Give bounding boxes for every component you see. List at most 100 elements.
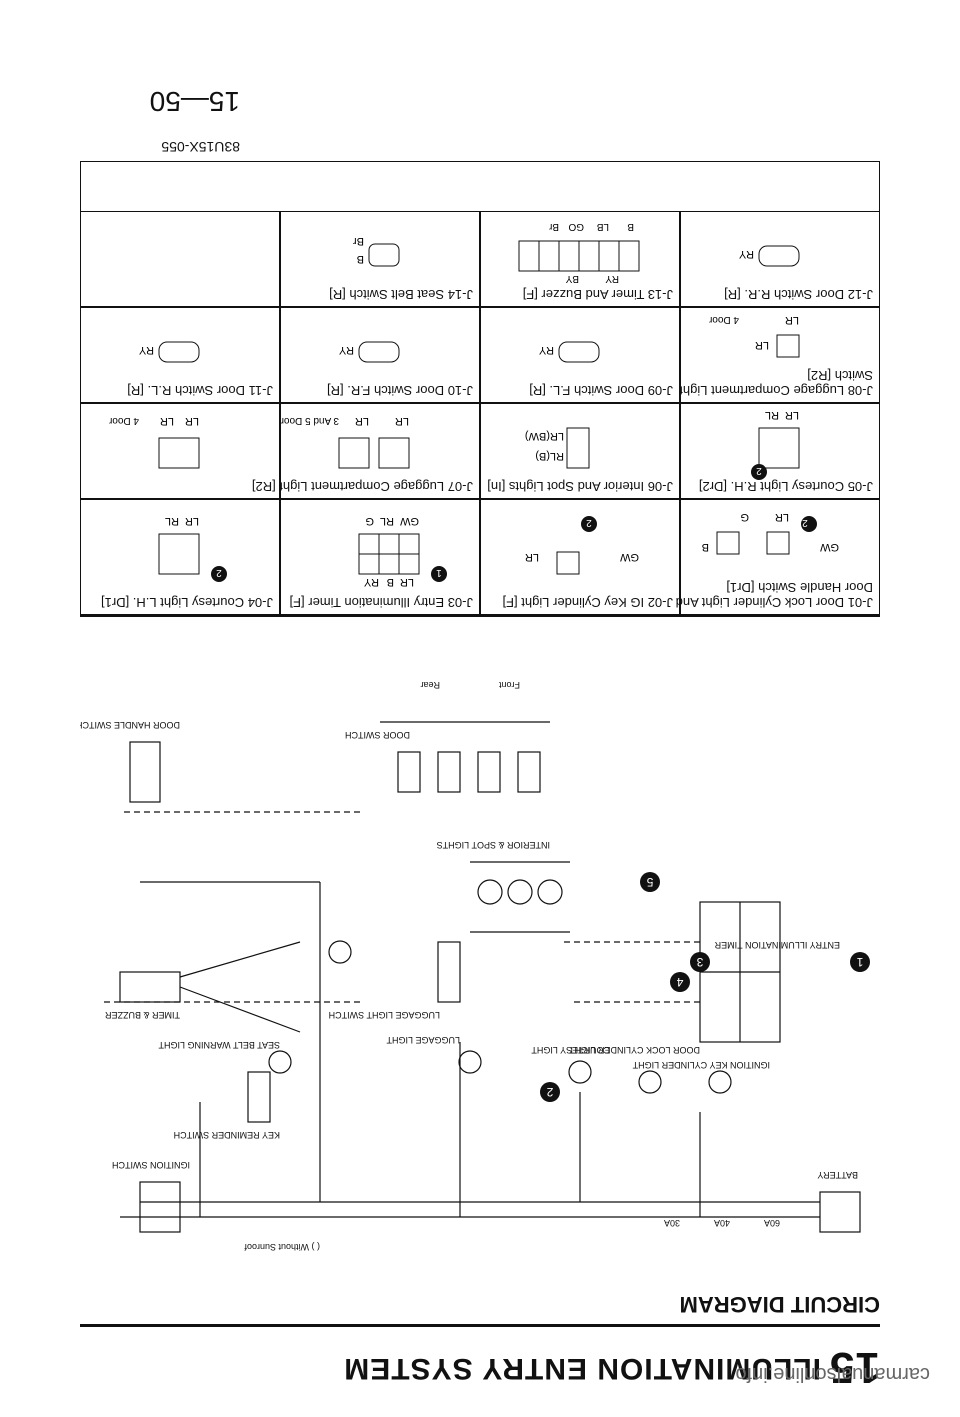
front-label: Front — [498, 680, 520, 690]
door-switch-fr — [477, 751, 501, 793]
j02-id: J-02 — [647, 595, 673, 610]
j03-id: J-03 — [447, 595, 473, 610]
j04-marker: 2 — [216, 567, 222, 578]
timer-buzzer — [119, 971, 181, 1003]
j10-pin-1: RY — [338, 344, 354, 356]
fuse-30a: 30A — [664, 1218, 680, 1228]
circuit-schematic: 1 2 3 4 5 BATTERY ENTRY ILLUMINATION TIM… — [76, 632, 880, 1262]
j13-pin-2: RY — [605, 273, 619, 284]
connector-j04: J-04 Courtesy Light L.H. [Dr1] 2 LR RL — [80, 499, 280, 615]
circuit-svg: 1 2 3 4 5 BATTERY ENTRY ILLUMINATION TIM… — [76, 680, 870, 1252]
marker-1 — [850, 952, 870, 972]
j02-symbol: 2 GW LR — [525, 516, 639, 575]
j14-pin-1: B — [357, 253, 364, 265]
key-reminder-label: KEY REMINDER SWITCH — [174, 1130, 280, 1140]
cylinder-label: DOOR LOCK CYLINDER LIGHT — [568, 1045, 700, 1055]
j04-pin-1: LR — [185, 515, 199, 527]
j08-pin-1: LR — [755, 339, 769, 351]
diagram-heading: CIRCUIT DIAGRAM — [680, 1291, 880, 1317]
j01-pin-3: LR — [775, 511, 789, 523]
legend-note: ( ) Without Sunroof — [244, 1242, 320, 1252]
j13-pin-1: BY — [565, 273, 579, 284]
connector-j10: J-10 Door Switch F.R. [R] RY — [280, 307, 480, 403]
connector-j05: J-05 Courtesy Light R.H. [Dr2] 2 LR RL — [680, 403, 880, 499]
j01-title: Door Lock Cylinder Light And — [675, 595, 845, 610]
door-switch-fl — [517, 751, 541, 793]
buzzer-label: TIMER & BUZZER — [104, 1010, 180, 1020]
j01-symbol: 2 GW B LR G — [702, 511, 839, 555]
j04-id: J-04 — [247, 595, 273, 610]
j01-marker: 2 — [802, 517, 808, 528]
j08-title: Luggage Compartment Light — [679, 383, 845, 398]
connector-j12: J-12 Door Switch R.R. [R] RY — [680, 211, 880, 307]
marker-3 — [690, 952, 710, 972]
j13-pin-6: Br — [548, 221, 559, 232]
marker-2 — [540, 1082, 560, 1102]
connector-j07b: LR LR 4 Door — [80, 403, 280, 499]
j06-symbol: RL(B) LR(BW) — [525, 427, 590, 469]
marker-2-label: 2 — [546, 1085, 553, 1099]
grid-bottom-spacer — [80, 161, 880, 211]
j13-pin-5: GO — [568, 221, 584, 232]
j05-pin-2: RL — [765, 409, 779, 421]
j13-title: Timer And Buzzer [F] — [522, 287, 645, 302]
connector-grid-top-rule — [80, 615, 880, 617]
interior-light-1 — [537, 879, 563, 905]
j11-symbol: RY — [138, 341, 200, 363]
battery-symbol — [819, 1191, 861, 1233]
connector-j14: J-14 Seat Belt Switch [R] B Br — [280, 211, 480, 307]
j10-title: Door Switch F.R. [R] — [327, 383, 445, 398]
j02-pin-1: GW — [619, 551, 639, 563]
j14-title: Seat Belt Switch [R] — [329, 287, 445, 302]
j06-pin-1: RL(B) — [535, 450, 564, 462]
j07-pin-1: LR — [395, 415, 409, 427]
diagram-heading-text: CIRCUIT DIAGRAM — [679, 1292, 880, 1317]
j13-pin-3: B — [627, 221, 634, 232]
ignition-switch — [139, 1181, 181, 1233]
connector-empty — [80, 211, 280, 307]
timer-label: ENTRY ILLUMINATION TIMER — [714, 940, 840, 950]
j06-pin-2: LR(BW) — [525, 430, 564, 442]
j13-pin-4: LB — [596, 221, 609, 232]
j11-id: J-11 — [248, 383, 273, 398]
cylinder-light — [638, 1070, 662, 1094]
j03-pin-4: GW — [399, 515, 419, 527]
j05-pin-1: LR — [785, 409, 799, 421]
courtesy-light-lh — [568, 1060, 592, 1084]
seat-belt-light — [268, 1050, 292, 1074]
j07-title: Luggage Compartment Light [R2] — [251, 479, 445, 494]
j01-pin-2: B — [702, 541, 709, 553]
j11-pin-1: RY — [138, 344, 154, 356]
page-number: 15—50 — [149, 86, 240, 117]
fuse-40a: 40A — [714, 1218, 730, 1228]
luggage-switch — [437, 941, 461, 1003]
seat-belt-label: SEAT BELT WARNING LIGHT — [158, 1040, 280, 1050]
j07-symbol: LR LR 3 And 5 Door — [280, 415, 410, 469]
marker-4-label: 4 — [676, 975, 683, 989]
j13-symbol: BY RY B LB GO Br — [518, 221, 640, 284]
rear-label: Rear — [420, 680, 440, 690]
connector-j03: J-03 Entry Illumination Timer [F] 1 LR B… — [280, 499, 480, 615]
interior-label: INTERIOR & SPOT LIGHTS — [437, 840, 550, 850]
reference-code: 83U15X-055 — [161, 139, 240, 155]
j07b-pin-2: LR — [160, 415, 174, 427]
j11-title: Door Switch R.L. [R] — [127, 383, 246, 398]
j07-id: J-07 — [447, 479, 473, 494]
door-switch-rl — [437, 751, 461, 793]
j02-pin-2: LR — [525, 551, 539, 563]
j02-title: IG Key Cylinder Light [F] — [502, 595, 645, 610]
ig-cylinder-label: IGNITION KEY CYLINDER LIGHT — [632, 1060, 770, 1070]
marker-3-label: 3 — [696, 955, 703, 969]
watermark: carmanualsonline.info — [735, 1363, 930, 1385]
j07-note: 3 And 5 Door — [280, 415, 339, 426]
j09-id: J-09 — [647, 383, 673, 398]
j12-title: Door Switch R.R. [R] — [724, 287, 845, 302]
j03-marker: 1 — [436, 567, 442, 578]
j09-symbol: RY — [538, 341, 600, 363]
j02-marker: 2 — [586, 517, 592, 528]
connector-j09: J-09 Door Switch F.L. [R] RY — [480, 307, 680, 403]
fuse-60a: 60A — [764, 1218, 780, 1228]
